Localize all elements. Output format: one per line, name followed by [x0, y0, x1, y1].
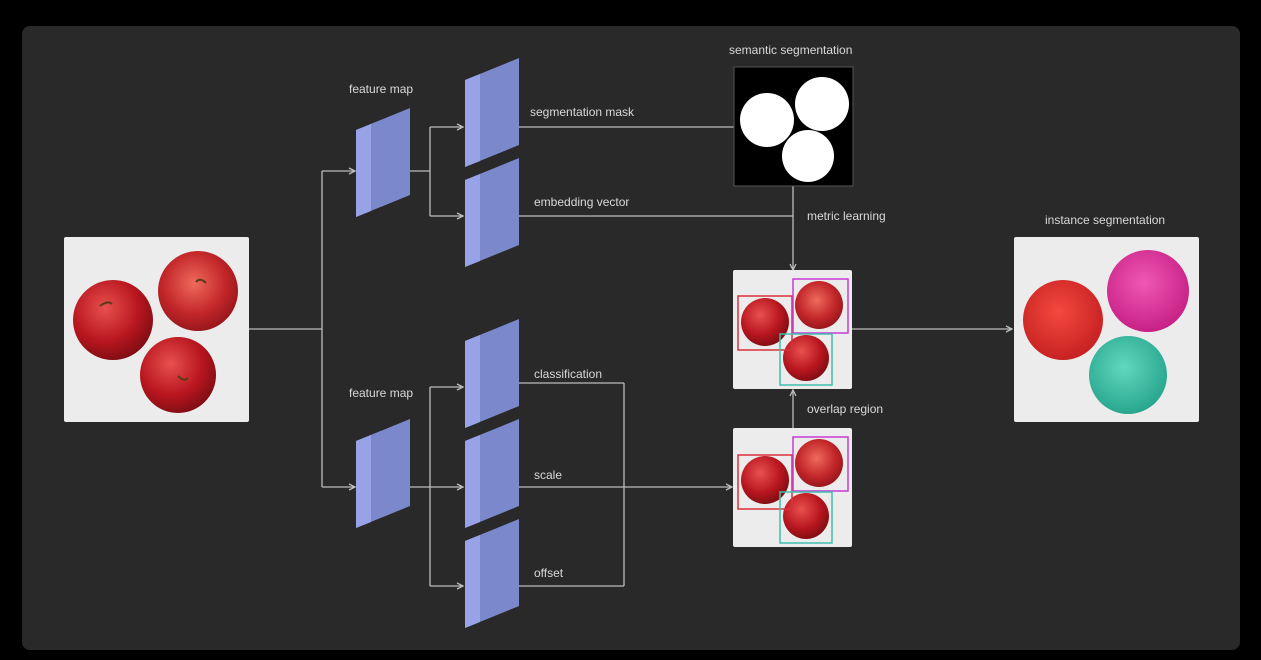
feature-map-bottom — [356, 419, 410, 528]
classification-label: classification — [534, 367, 602, 381]
feature-map-top-label: feature map — [349, 82, 413, 96]
scale-map — [465, 419, 519, 528]
embedding-vector-map — [465, 158, 519, 267]
offset-map — [465, 519, 519, 628]
feature-map-bottom-label: feature map — [349, 386, 413, 400]
embedding-vector-label: embedding vector — [534, 195, 629, 209]
semantic-segmentation-label: semantic segmentation — [729, 43, 852, 57]
overlap-region-label: overlap region — [807, 402, 883, 416]
overlap-region-image — [733, 428, 852, 547]
detected-boxes-image — [733, 270, 852, 389]
semantic-segmentation-image — [733, 66, 854, 187]
instance-segmentation-image — [1014, 237, 1199, 422]
classification-map — [465, 319, 519, 428]
offset-label: offset — [534, 566, 564, 580]
scale-label: scale — [534, 468, 562, 482]
segmentation-mask-map — [465, 58, 519, 167]
feature-map-top — [356, 108, 410, 217]
metric-learning-label: metric learning — [807, 209, 886, 223]
segmentation-mask-label: segmentation mask — [530, 105, 635, 119]
input-image-apples — [64, 237, 249, 422]
instance-segmentation-label: instance segmentation — [1045, 213, 1165, 227]
connectors — [249, 127, 1012, 586]
